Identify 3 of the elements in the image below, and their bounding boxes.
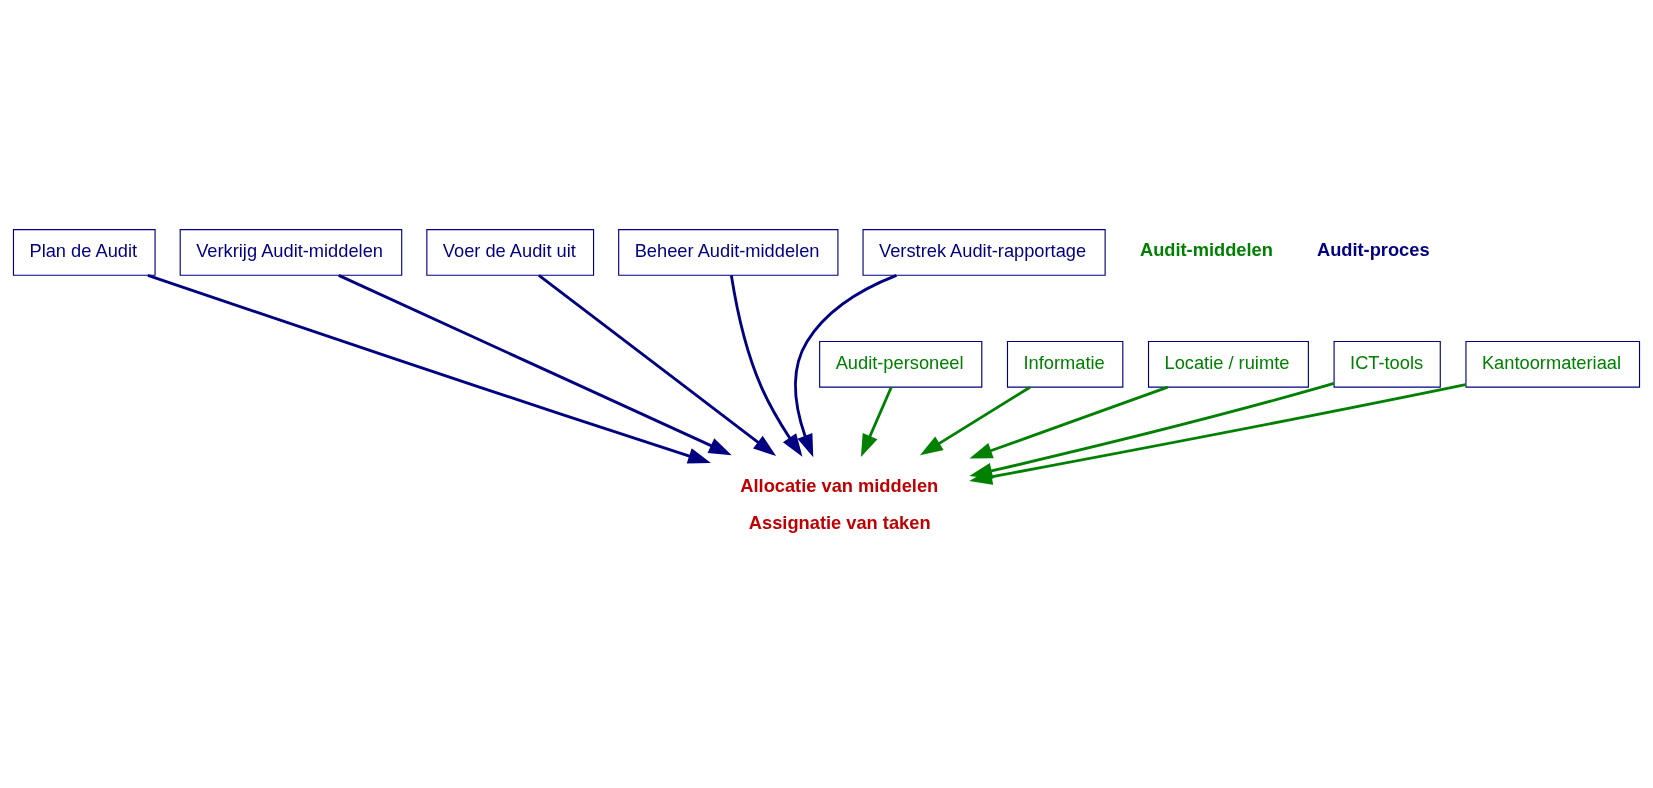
node-text: Allocatie van middelen Assignatie van taken (740, 474, 939, 533)
label: Audit-middelen (1139, 238, 1273, 260)
label: Audit-proces (1316, 238, 1430, 260)
